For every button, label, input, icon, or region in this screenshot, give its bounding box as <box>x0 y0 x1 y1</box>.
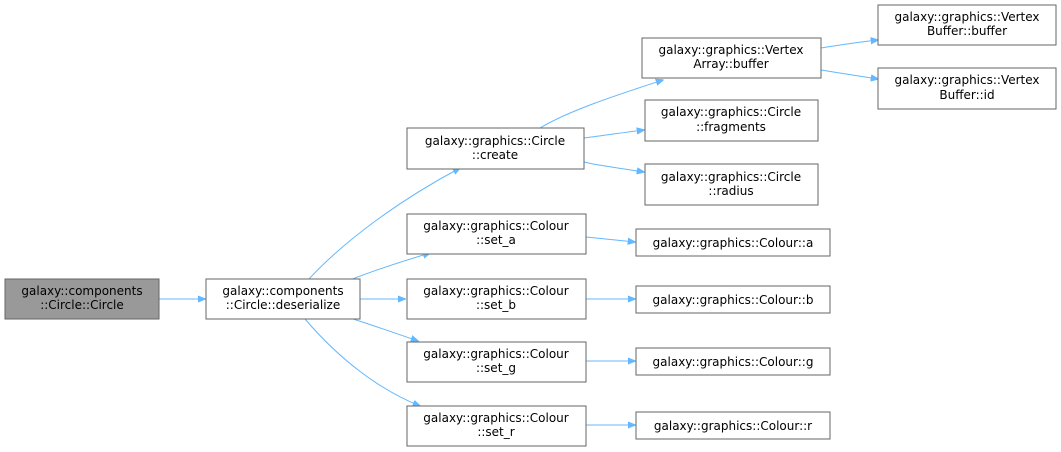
node-label-line2: ::set_g <box>476 361 516 375</box>
node-circle-fragments[interactable]: galaxy::graphics::Circle ::fragments <box>644 99 819 142</box>
edge-vertexarray-buffer-to-vertexbuffer-id <box>820 69 878 79</box>
node-vertexarray-buffer[interactable]: galaxy::graphics::Vertex Array::buffer <box>641 37 822 79</box>
node-label-line1: galaxy::graphics::Circle <box>661 105 801 119</box>
node-vertexbuffer-id[interactable]: galaxy::graphics::Vertex Buffer::id <box>877 67 1057 110</box>
node-label-line1: galaxy::graphics::Colour <box>423 411 568 425</box>
node-label-line2: ::create <box>472 148 518 162</box>
node-colour-r[interactable]: galaxy::graphics::Colour::r <box>635 411 831 440</box>
node-label-line2: ::set_r <box>477 425 514 439</box>
node-colour-a[interactable]: galaxy::graphics::Colour::a <box>635 228 831 257</box>
node-label-line1: galaxy::graphics::Colour <box>423 284 568 298</box>
node-label-line2: ::set_b <box>476 298 516 312</box>
node-label-line1: galaxy::graphics::Colour <box>423 219 568 233</box>
node-label: galaxy::graphics::Colour::r <box>654 419 812 433</box>
node-label-line2: ::Circle::Circle <box>40 298 124 312</box>
edge-circle-create-to-circle-radius <box>583 161 644 172</box>
node-label-line1: galaxy::graphics::Circle <box>425 134 565 148</box>
node-vertexbuffer-buffer[interactable]: galaxy::graphics::Vertex Buffer::buffer <box>877 4 1057 46</box>
node-label-line1: galaxy::graphics::Colour <box>423 347 568 361</box>
node-circle-create[interactable]: galaxy::graphics::Circle ::create <box>406 127 585 170</box>
node-colour-set-r[interactable]: galaxy::graphics::Colour ::set_r <box>406 405 587 447</box>
node-colour-set-g[interactable]: galaxy::graphics::Colour ::set_g <box>406 341 587 383</box>
edge-circle-create-to-circle-fragments <box>583 130 644 139</box>
node-colour-set-b[interactable]: galaxy::graphics::Colour ::set_b <box>406 278 587 320</box>
node-label-line1: galaxy::graphics::Circle <box>661 170 801 184</box>
edge-vertexarray-buffer-to-vertexbuffer-buffer <box>820 40 878 49</box>
node-label-line2: ::fragments <box>696 120 766 134</box>
node-label: galaxy::graphics::Colour::a <box>653 236 814 250</box>
node-colour-set-a[interactable]: galaxy::graphics::Colour ::set_a <box>406 213 587 255</box>
node-label-line1: galaxy::graphics::Vertex <box>894 73 1039 87</box>
node-label-line1: galaxy::graphics::Vertex <box>658 43 803 57</box>
edge-deserialize-to-colour-set-r <box>304 318 420 406</box>
edge-deserialize-to-circle-create <box>307 168 460 281</box>
node-circle-radius[interactable]: galaxy::graphics::Circle ::radius <box>644 163 819 206</box>
edge-circle-create-to-vertexarray-buffer <box>539 80 663 129</box>
node-circle-ctor[interactable]: galaxy::components ::Circle::Circle <box>4 278 160 320</box>
node-label-line1: galaxy::components <box>21 284 142 298</box>
node-label-line2: Buffer::id <box>939 88 994 102</box>
edge-deserialize-to-colour-set-a <box>349 253 430 281</box>
edge-deserialize-to-colour-set-g <box>349 317 418 341</box>
node-label-line2: ::set_a <box>476 233 516 247</box>
node-label-line1: galaxy::components <box>222 284 343 298</box>
node-deserialize[interactable]: galaxy::components ::Circle::deserialize <box>205 278 361 320</box>
node-colour-g[interactable]: galaxy::graphics::Colour::g <box>635 347 831 376</box>
node-label-line2: ::radius <box>708 184 753 198</box>
edge-colour-set-a-to-colour-a <box>585 236 635 242</box>
node-label: galaxy::graphics::Colour::g <box>653 355 814 369</box>
node-label-line2: Buffer::buffer <box>927 24 1007 38</box>
node-label-line2: ::Circle::deserialize <box>226 298 340 312</box>
node-colour-b[interactable]: galaxy::graphics::Colour::b <box>635 285 831 314</box>
nodes-layer: galaxy::components ::Circle::Circle gala… <box>4 4 1057 447</box>
node-label-line1: galaxy::graphics::Vertex <box>894 10 1039 24</box>
node-label-line2: Array::buffer <box>693 57 768 71</box>
edges-layer <box>159 40 878 425</box>
node-label: galaxy::graphics::Colour::b <box>653 293 814 307</box>
